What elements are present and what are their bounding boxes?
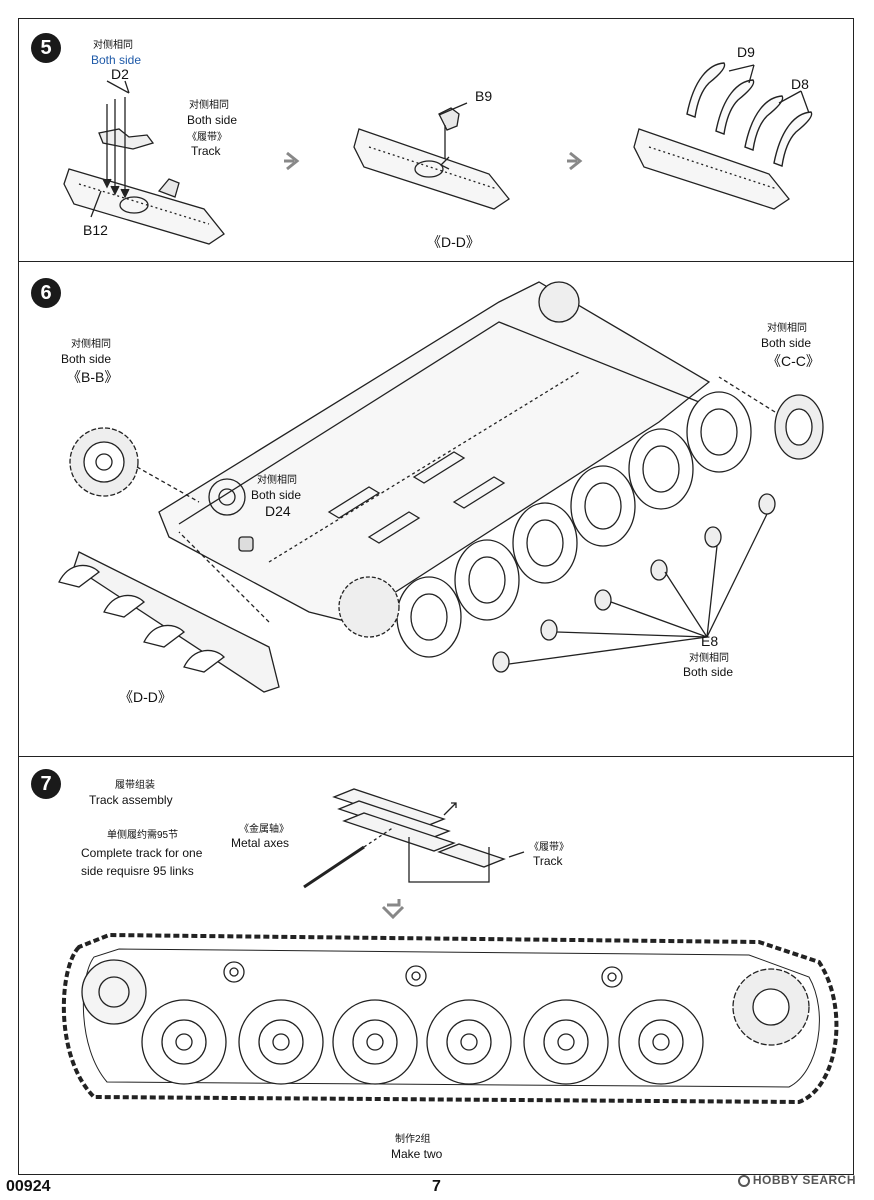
cc-both-side-cn: 对侧相同: [767, 323, 807, 334]
make-two-cn: 制作2组: [395, 1134, 431, 1145]
suspension-plate-2: [353, 128, 510, 210]
idler-wheel: [81, 959, 147, 1025]
track-both-side-cn: 对侧相同: [189, 100, 229, 111]
part-d24-shape: [238, 536, 254, 552]
road-wheels: [396, 391, 752, 658]
page-number: 7: [432, 1178, 441, 1195]
step-7-illustration: [61, 788, 839, 1105]
part-d24: D24: [265, 503, 291, 519]
step-5-panel: 5: [18, 18, 854, 262]
d2-both-side-en: Both side: [91, 53, 142, 67]
links-en-1: Complete track for one: [81, 846, 203, 860]
make-two-en: Make two: [391, 1147, 443, 1161]
e8-both-side-cn: 对侧相同: [689, 653, 729, 664]
track-en-7: Track: [533, 854, 563, 868]
cc-both-side-en: Both side: [761, 336, 812, 350]
step-5-illustration: [63, 62, 813, 245]
step-7-badge: 7: [31, 769, 61, 799]
part-b12: B12: [83, 222, 108, 238]
metal-axes-cn: 《金属轴》: [239, 824, 289, 835]
track-assembly-cn: 履带组装: [115, 780, 155, 791]
d2-both-side-cn: 对侧相同: [93, 40, 133, 51]
kit-number: 00924: [6, 1178, 51, 1195]
metal-axes-en: Metal axes: [231, 836, 290, 850]
links-cn: 单侧履约需95节: [107, 830, 179, 841]
suspension-plate-1: [63, 168, 225, 245]
watermark-text: HOBBY SEARCH: [752, 1173, 856, 1187]
hobby-search-logo-icon: [737, 1175, 750, 1187]
bb-both-side-en: Both side: [61, 352, 112, 366]
d24-both-side-en: Both side: [251, 488, 302, 502]
cc-label: 《C-C》: [767, 353, 820, 369]
drive-sprocket: [732, 968, 810, 1046]
track-cn-7: 《履带》: [529, 842, 569, 853]
suspension-plate-3: [633, 128, 790, 210]
dd-label: 《D-D》: [119, 689, 172, 705]
track-links-sample: [332, 788, 506, 868]
track-both-side-en: Both side: [187, 113, 238, 127]
suspension-arms: [686, 62, 813, 167]
track-loop: [61, 932, 839, 1105]
road-wheels-side: [141, 999, 704, 1085]
step-5-badge: 5: [31, 33, 61, 63]
step-6-panel: 6: [18, 262, 854, 757]
return-rollers: [223, 961, 623, 988]
step-6-badge: 6: [31, 278, 61, 308]
part-e8: E8: [701, 633, 719, 649]
track-en: Track: [191, 144, 221, 158]
metal-axis: [303, 845, 365, 889]
part-b9: B9: [475, 88, 493, 104]
watermark: HOBBY SEARCH: [737, 1173, 856, 1187]
track-assembly-en: Track assembly: [89, 793, 173, 807]
lower-hull: [158, 281, 711, 623]
part-d8: D8: [791, 76, 809, 92]
d24-both-side-cn: 对侧相同: [257, 475, 297, 486]
sprocket-bb: [69, 427, 200, 503]
links-en-2: side requisre 95 links: [81, 864, 194, 878]
part-d9: D9: [737, 44, 755, 60]
subassembly-dd: 《D-D》: [427, 234, 480, 250]
step-6-illustration: [58, 281, 824, 693]
part-d2: D2: [111, 66, 129, 82]
suspension-bar-dd: [58, 531, 280, 693]
hull-floor-slots: [327, 451, 506, 544]
bb-both-side-cn: 对侧相同: [71, 339, 111, 350]
bb-label: 《B-B》: [67, 369, 119, 385]
step-7-panel: 7: [18, 757, 854, 1175]
idler-cc: [718, 376, 824, 460]
e8-both-side-en: Both side: [683, 665, 734, 679]
drive-sprocket-mounted: [338, 576, 400, 638]
track-cn: 《履带》: [187, 132, 227, 143]
